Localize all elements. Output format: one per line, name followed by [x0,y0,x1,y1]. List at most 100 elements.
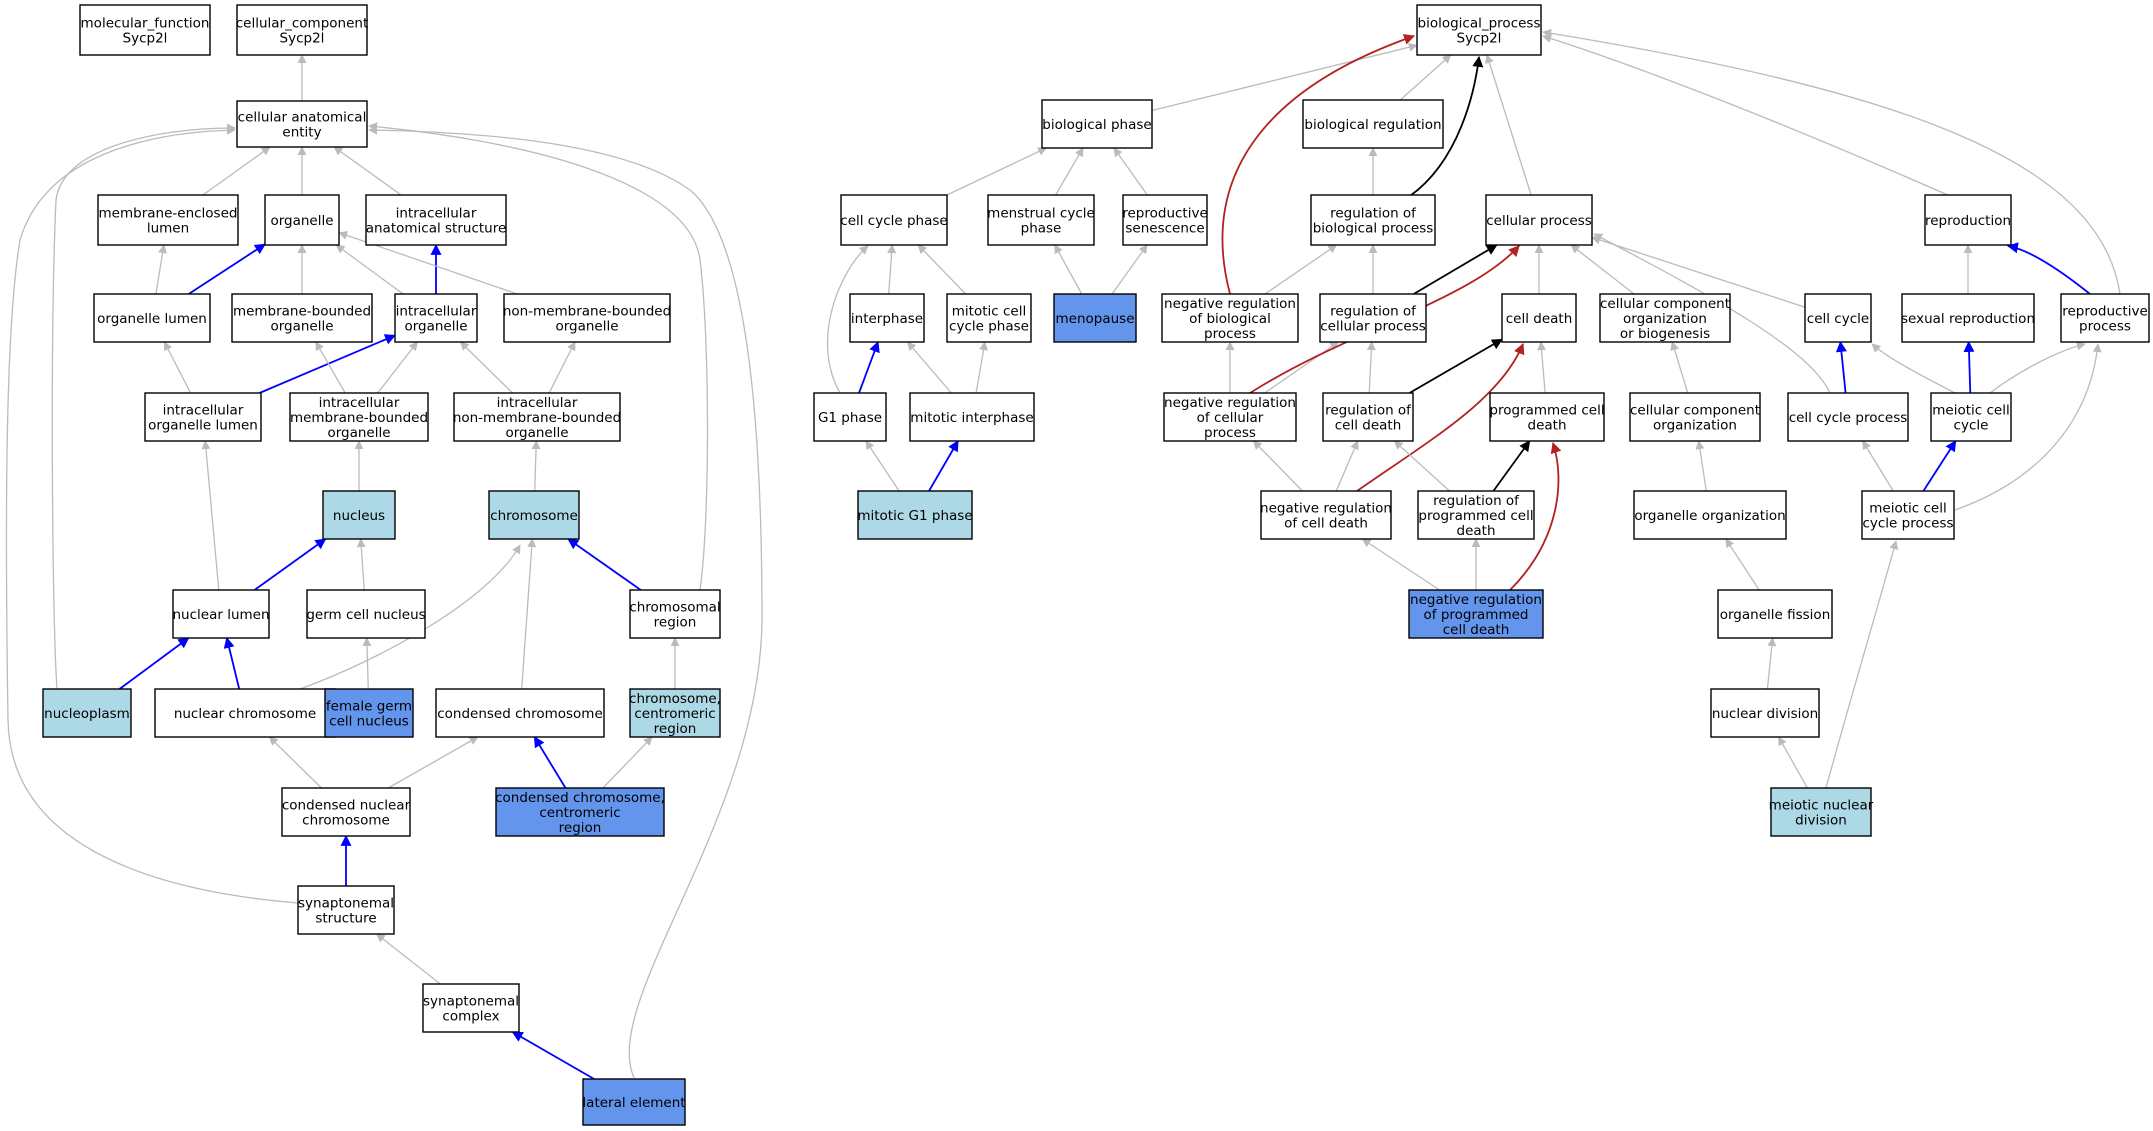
node-cdeath[interactable]: cell death [1501,293,1577,343]
node-org[interactable]: organelle [264,194,340,246]
node-label: negative regulation [1410,592,1542,608]
edge-rcd-to-rcp [1366,341,1376,394]
node-bphase[interactable]: biological phase [1041,99,1153,149]
node-box [1416,4,1542,56]
node-label: non-membrane-bounded [503,304,671,320]
node-label: organelle [327,425,390,441]
node-box [946,293,1032,343]
node-label: meiotic cell [1932,403,2009,419]
node-box [1861,490,1955,540]
node-nucleoplasm[interactable]: nucleoplasm [42,688,132,738]
node-box [144,392,262,442]
node-nucleus[interactable]: nucleus [322,490,396,540]
node-le[interactable]: lateral element [582,1078,686,1126]
node-interphase[interactable]: interphase [849,293,925,343]
node-label: cycle process [1862,516,1953,532]
node-label: cellular_component [236,16,368,32]
node-chromosome[interactable]: chromosome [488,490,580,540]
node-repro[interactable]: reproduction [1924,194,2012,246]
node-box [629,589,721,639]
node-label: meiotic cell [1869,501,1946,517]
node-label: nucleus [333,508,385,524]
edge-le-to-sc [511,1031,595,1080]
edge-sc-to-ss [375,933,441,985]
edge-iol-to-io [259,334,397,394]
node-nchr[interactable]: nuclear chromosome [154,688,336,738]
edge-nrcd-to-rcd [1335,440,1359,492]
node-ccphase[interactable]: cell cycle phase [840,194,948,246]
edge-cnchr-to-nchr [268,736,322,789]
node-inmbo[interactable]: intracellularnon-membrane-boundedorganel… [453,392,621,442]
edge-interphase-to-ccphase [887,244,897,295]
edge-cchr-to-chromosome [521,538,537,690]
edge-orglum-to-org [188,243,266,295]
node-ndiv[interactable]: nuclear division [1710,688,1820,738]
node-cchr[interactable]: condensed chromosome [435,688,605,738]
node-nlumen[interactable]: nuclear lumen [172,589,270,639]
node-box [422,983,520,1033]
node-box [849,293,925,343]
edge-mitint-to-mccp [975,341,988,394]
node-gcn[interactable]: germ cell nucleus [306,589,426,639]
node-box [172,589,270,639]
node-breg[interactable]: biological regulation [1302,99,1444,149]
node-box [1260,490,1392,540]
node-label: organelle lumen [148,418,258,434]
edge-mcc-to-ccycle [1871,343,1956,394]
node-orglum[interactable]: organelle lumen [93,293,211,343]
edge-orgorg-to-cco [1695,440,1707,492]
node-box [1924,194,2012,246]
node-srepro[interactable]: sexual reproduction [1901,293,2035,343]
node-ofis[interactable]: organelle fission [1717,589,1833,639]
node-ccproc[interactable]: cell cycle process [1787,392,1909,442]
node-ccycle[interactable]: cell cycle [1804,293,1872,343]
node-g1[interactable]: G1 phase [813,392,887,442]
edge-breg-to-bp [1399,54,1452,101]
node-box [2060,293,2150,343]
node-mg1[interactable]: mitotic G1 phase [857,490,973,540]
node-box [297,885,395,935]
node-mitint[interactable]: mitotic interphase [909,392,1035,442]
node-menopause[interactable]: menopause [1053,293,1137,343]
node-cproc[interactable]: cellular process [1485,194,1593,246]
node-box [42,688,132,738]
node-orgorg[interactable]: organelle organization [1633,490,1787,540]
